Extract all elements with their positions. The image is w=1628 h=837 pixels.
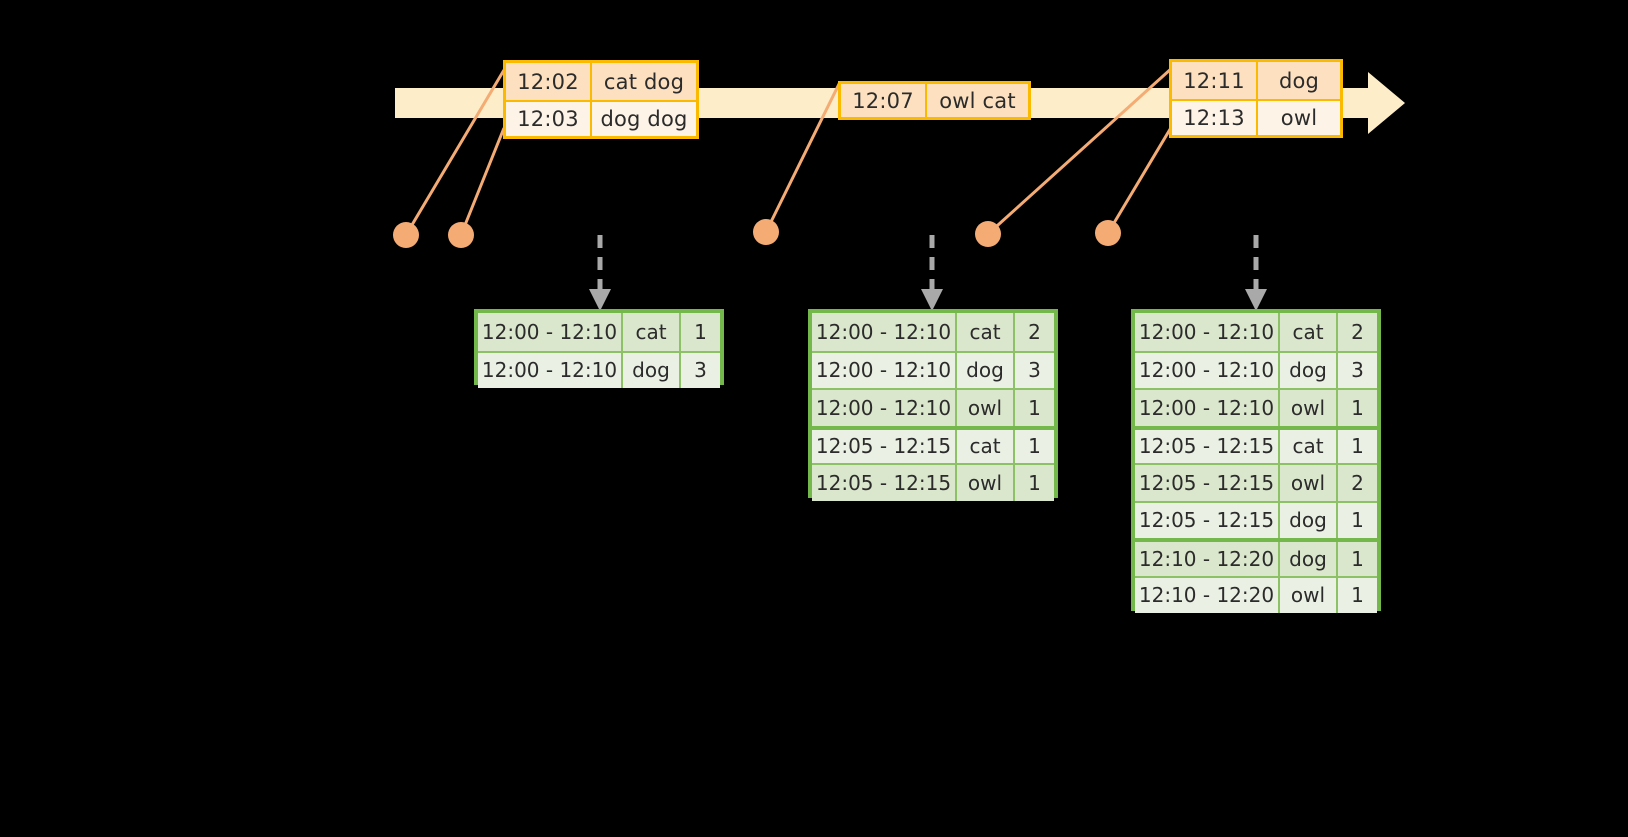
table-row: 12:00 - 12:10 dog 3 xyxy=(478,350,720,388)
cell-count: 1 xyxy=(694,319,707,344)
timeline-arrowhead xyxy=(1368,72,1405,134)
table-row: 12:05 - 12:15 owl 1 xyxy=(812,463,1054,501)
flow-arrow-2 xyxy=(921,235,943,311)
table-row: 12:00 - 12:10 dog 3 xyxy=(1135,350,1377,388)
cell-window: 12:00 - 12:10 xyxy=(478,352,623,388)
table-row: 12:00 - 12:10 dog 3 xyxy=(812,350,1054,388)
event-time: 12:07 xyxy=(841,84,927,117)
leader-line-2 xyxy=(459,127,506,236)
cell-word: dog xyxy=(1280,502,1338,538)
cell-window: 12:10 - 12:20 xyxy=(1135,542,1280,576)
table-row: 12:05 - 12:15 cat 1 xyxy=(812,425,1054,463)
cell-count: 3 xyxy=(1028,358,1041,383)
event-row: 12:02 cat dog xyxy=(506,63,696,100)
event-dot-5 xyxy=(1095,220,1121,246)
cell-count: 1 xyxy=(1028,434,1041,459)
cell-count: 1 xyxy=(1351,395,1364,420)
cell-window: 12:00 - 12:10 xyxy=(478,313,623,351)
cell-word: cat xyxy=(623,313,681,351)
cell-word: owl xyxy=(1280,390,1338,426)
event-value: owl xyxy=(1280,106,1318,130)
event-dot-2 xyxy=(448,222,474,248)
event-box-3: 12:11 dog 12:13 owl xyxy=(1169,59,1343,138)
result-table-2: 12:00 - 12:10 cat 2 12:00 - 12:10 dog 3 … xyxy=(808,309,1058,501)
cell-word: owl xyxy=(1280,577,1338,613)
table-row: 12:00 - 12:10 cat 2 xyxy=(812,313,1054,351)
cell-window: 12:00 - 12:10 xyxy=(1135,313,1280,351)
event-value: cat dog xyxy=(603,69,685,94)
cell-window: 12:00 - 12:10 xyxy=(812,352,957,388)
table-row: 12:10 - 12:20 owl 1 xyxy=(1135,575,1377,613)
event-dot-4 xyxy=(975,221,1001,247)
table-row: 12:05 - 12:15 cat 1 xyxy=(1135,425,1377,463)
flow-arrow-3 xyxy=(1245,235,1267,311)
event-box-1: 12:02 cat dog 12:03 dog dog xyxy=(503,60,699,139)
result-table-3: 12:00 - 12:10 cat 2 12:00 - 12:10 dog 3 … xyxy=(1131,309,1381,613)
event-row: 12:11 dog xyxy=(1172,62,1340,99)
cell-word: dog xyxy=(1280,542,1338,576)
leader-line-5 xyxy=(1106,125,1174,234)
event-time: 12:13 xyxy=(1172,101,1258,135)
cell-word: owl xyxy=(957,390,1015,426)
table-row: 12:10 - 12:20 dog 1 xyxy=(1135,538,1377,576)
cell-window: 12:10 - 12:20 xyxy=(1135,577,1280,613)
cell-word: owl xyxy=(957,465,1015,501)
event-time: 12:03 xyxy=(506,102,592,136)
cell-word: dog xyxy=(957,352,1015,388)
event-time: 12:02 xyxy=(506,63,592,100)
cell-count: 1 xyxy=(1028,470,1041,495)
cell-word: cat xyxy=(1280,313,1338,351)
event-value: owl cat xyxy=(939,88,1016,113)
cell-window: 12:05 - 12:15 xyxy=(1135,429,1280,463)
cell-window: 12:00 - 12:10 xyxy=(1135,390,1280,426)
cell-window: 12:00 - 12:10 xyxy=(812,390,957,426)
event-row: 12:07 owl cat xyxy=(841,84,1028,117)
flow-arrow-1 xyxy=(589,235,611,311)
cell-count: 2 xyxy=(1351,319,1364,344)
event-dot-3 xyxy=(753,219,779,245)
event-row: 12:03 dog dog xyxy=(506,100,696,136)
cell-count: 1 xyxy=(1351,583,1364,608)
event-box-2: 12:07 owl cat xyxy=(838,81,1031,120)
table-row: 12:05 - 12:15 owl 2 xyxy=(1135,463,1377,501)
cell-window: 12:05 - 12:15 xyxy=(812,465,957,501)
cell-word: cat xyxy=(1280,429,1338,463)
cell-window: 12:00 - 12:10 xyxy=(1135,352,1280,388)
cell-window: 12:05 - 12:15 xyxy=(812,429,957,463)
cell-word: cat xyxy=(957,313,1015,351)
cell-count: 1 xyxy=(1028,395,1041,420)
event-time: 12:11 xyxy=(1172,62,1258,99)
table-row: 12:05 - 12:15 dog 1 xyxy=(1135,500,1377,538)
table-row: 12:00 - 12:10 cat 2 xyxy=(1135,313,1377,351)
cell-word: cat xyxy=(957,429,1015,463)
cell-count: 1 xyxy=(1351,546,1364,571)
cell-window: 12:00 - 12:10 xyxy=(812,313,957,351)
event-value: dog xyxy=(1278,68,1320,93)
table-row: 12:00 - 12:10 owl 1 xyxy=(812,388,1054,426)
cell-count: 3 xyxy=(1351,358,1364,383)
cell-count: 1 xyxy=(1351,508,1364,533)
cell-count: 3 xyxy=(694,358,707,383)
cell-count: 2 xyxy=(1028,319,1041,344)
cell-word: dog xyxy=(623,352,681,388)
event-row: 12:13 owl xyxy=(1172,99,1340,135)
event-value: dog dog xyxy=(600,107,688,131)
table-row: 12:00 - 12:10 cat 1 xyxy=(478,313,720,351)
cell-window: 12:05 - 12:15 xyxy=(1135,465,1280,501)
cell-word: owl xyxy=(1280,465,1338,501)
cell-count: 1 xyxy=(1351,434,1364,459)
result-table-1: 12:00 - 12:10 cat 1 12:00 - 12:10 dog 3 xyxy=(474,309,724,388)
cell-window: 12:05 - 12:15 xyxy=(1135,502,1280,538)
cell-word: dog xyxy=(1280,352,1338,388)
event-dot-1 xyxy=(393,222,419,248)
cell-count: 2 xyxy=(1351,470,1364,495)
table-row: 12:00 - 12:10 owl 1 xyxy=(1135,388,1377,426)
